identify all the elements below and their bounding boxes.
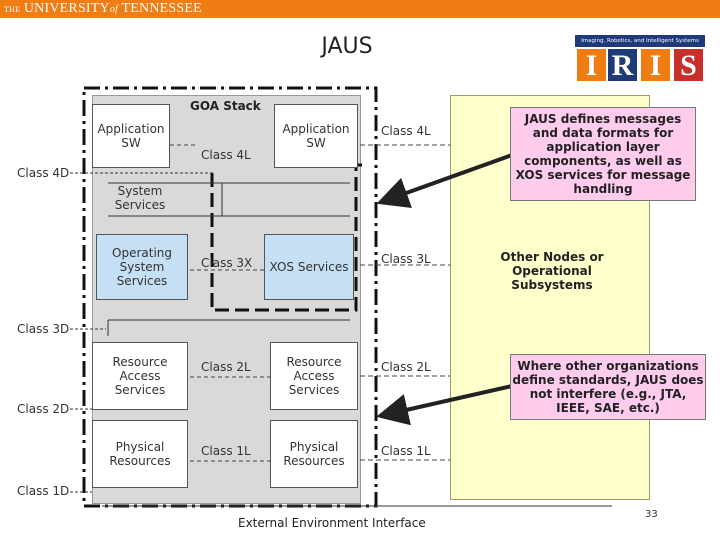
class-3x-label: Class 3X [201,256,253,270]
slide-title: JAUS [321,34,373,59]
class-4l-inner-label: Class 4L [201,148,251,162]
goa-stack-label: GOA Stack [190,99,261,113]
university-wordmark: THE UNIVERSITYof TENNESSEE [4,1,202,16]
class-1d-label: Class 1D [17,484,70,498]
class-2l-label: Class 2L [381,360,431,374]
callout-other-organizations: Where other organizations define standar… [510,354,706,420]
callout-jaus-defines: JAUS defines messages and data formats f… [510,107,696,201]
logo-letters: I R I S [575,47,705,85]
iris-logo: Imaging, Robotics, and Intelligent Syste… [575,35,705,85]
resource-access-services-right: Resource Access Services [270,342,358,410]
class-1l-inner-label: Class 1L [201,444,251,458]
logo-tagline: Imaging, Robotics, and Intelligent Syste… [575,35,705,47]
page-number: 33 [645,509,658,520]
class-3d-label: Class 3D [17,322,70,336]
logo-letter: S [674,49,703,82]
external-environment-interface-label: External Environment Interface [238,516,426,530]
system-services-label: System Services [114,184,166,212]
xos-services: XOS Services [264,234,354,300]
physical-resources-left: Physical Resources [92,420,188,488]
other-nodes-label: Other Nodes or Operational Subsystems [500,250,604,292]
callout-arrow-top [376,153,513,208]
logo-letter: R [608,49,637,82]
logo-letter: I [641,49,670,82]
operating-system-services: Operating System Services [96,234,188,300]
jaus-boundary [210,163,362,312]
logo-letter: I [577,49,606,82]
class-1l-label: Class 1L [381,444,431,458]
callout-arrow-bottom [376,384,513,426]
class-2d-label: Class 2D [17,402,70,416]
physical-resources-right: Physical Resources [270,420,358,488]
application-sw-right: Application SW [274,104,358,168]
class-3l-label: Class 3L [381,252,431,266]
application-sw-left: Application SW [92,104,170,168]
class-4d-label: Class 4D [17,166,70,180]
class-4l-label: Class 4L [381,124,431,138]
resource-access-services-left: Resource Access Services [92,342,188,410]
header-bar [0,0,720,18]
class-2l-inner-label: Class 2L [201,360,251,374]
